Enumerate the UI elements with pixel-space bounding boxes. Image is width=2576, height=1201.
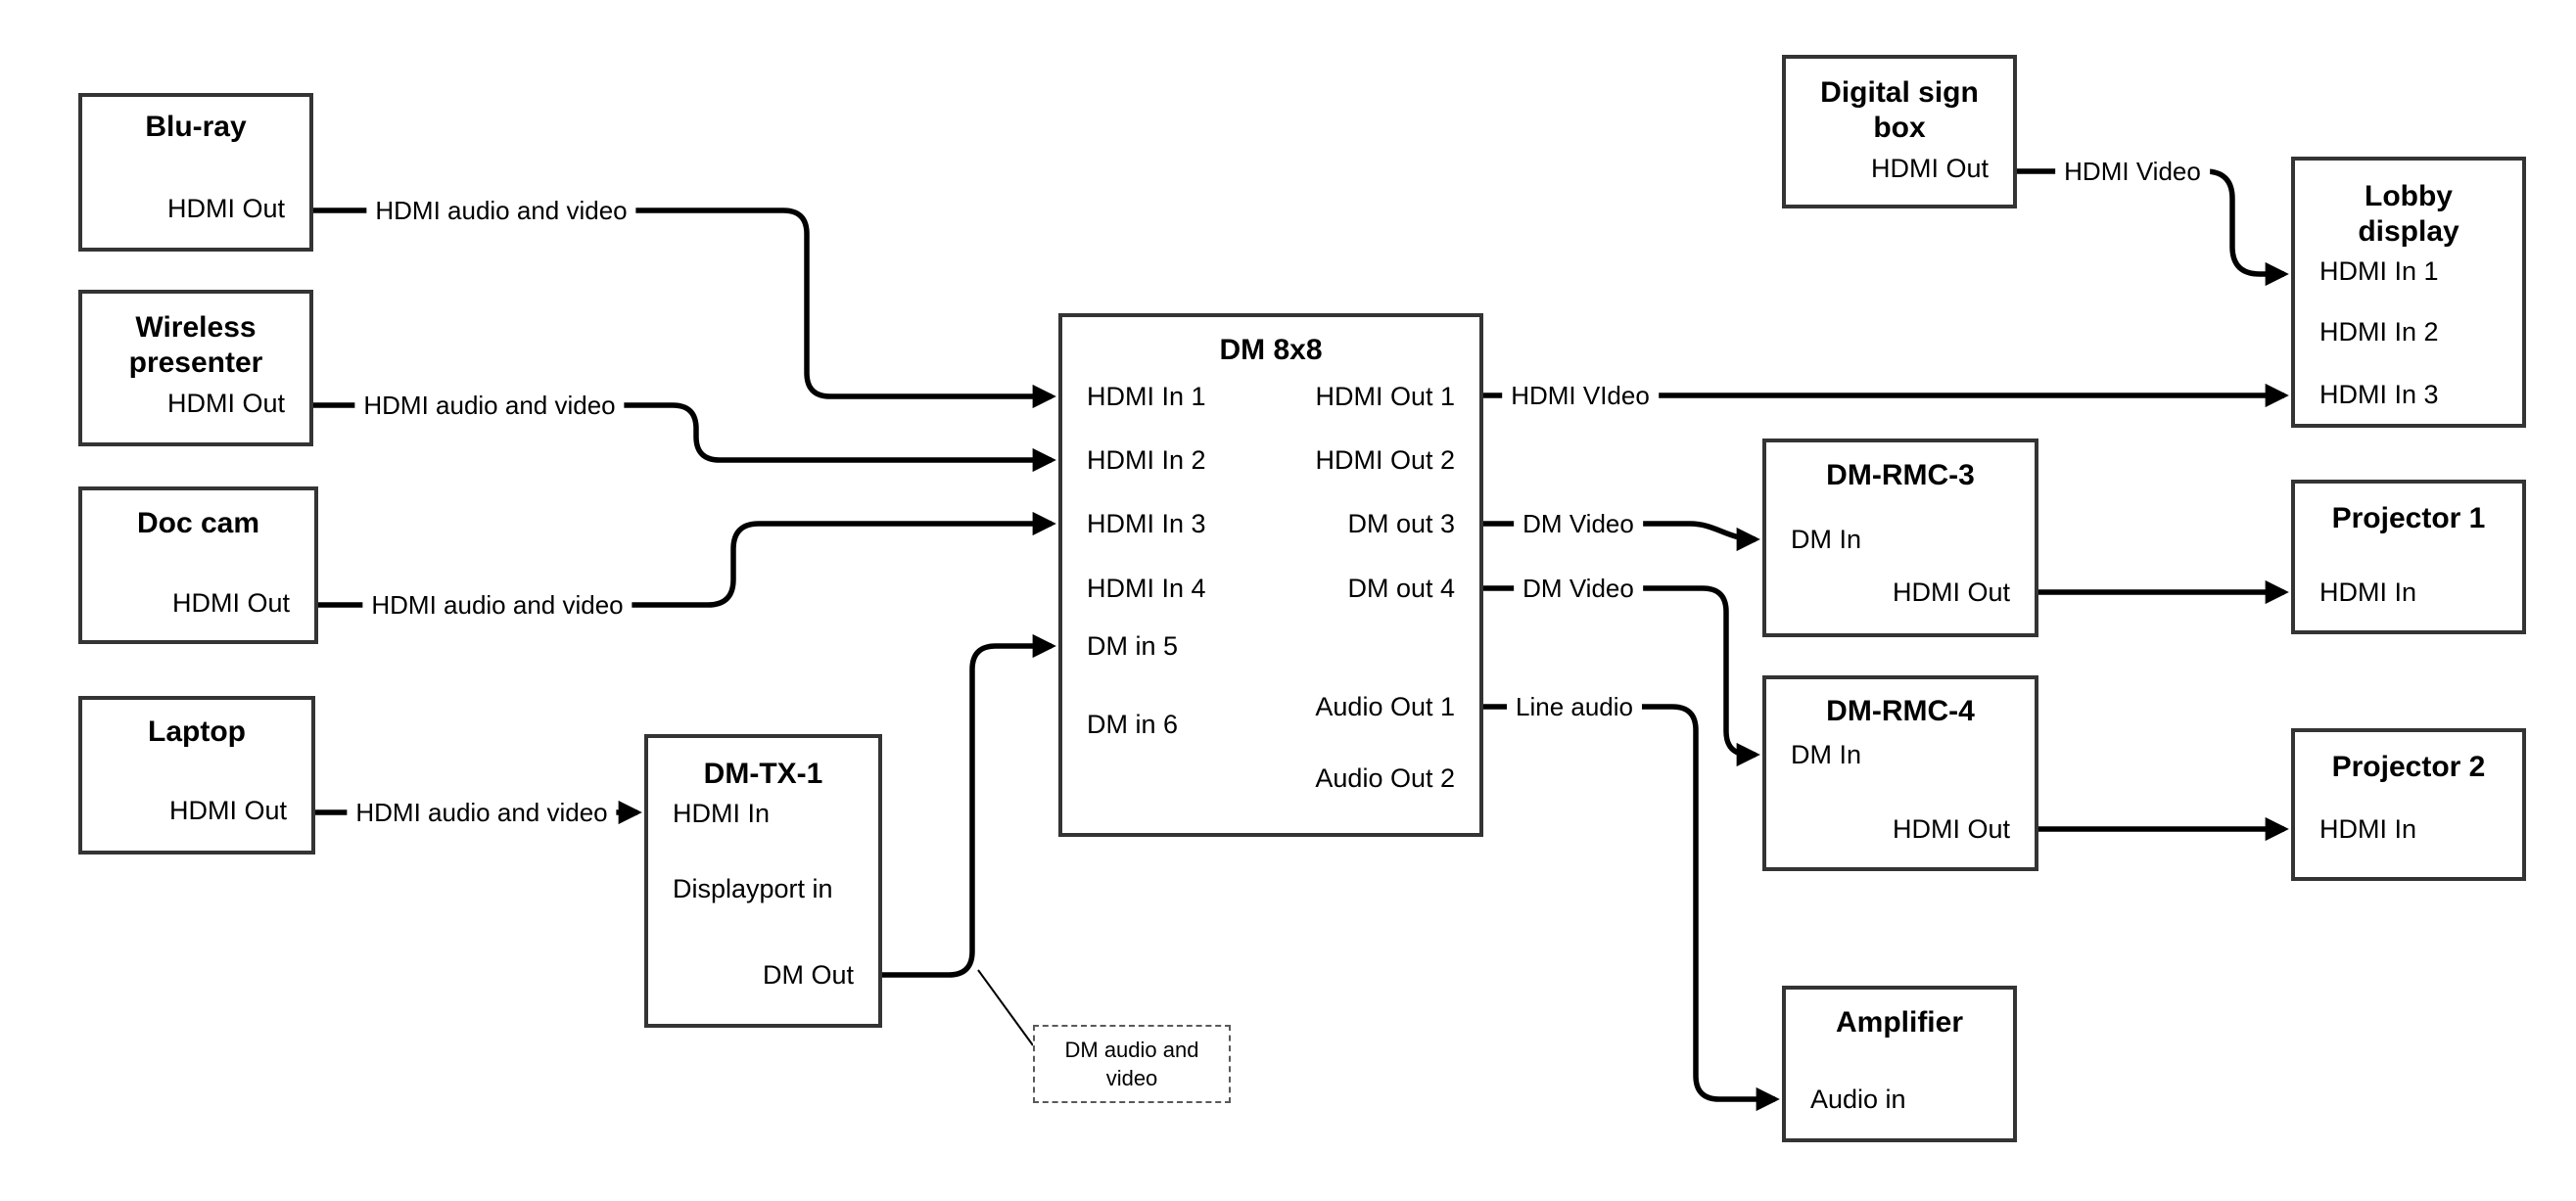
- note-line: DM audio and: [1064, 1038, 1199, 1062]
- port-wireless-presenter-hdmi-out: HDMI Out: [166, 389, 285, 418]
- node-title-digital-sign-box: box: [1873, 112, 1926, 144]
- note-dm-audio-and-video: DM audio and video: [1033, 1025, 1231, 1103]
- port-laptop-hdmi-out: HDMI Out: [168, 796, 287, 825]
- port-lobby-display-hdmi-in-1: HDMI In 1: [2319, 256, 2439, 286]
- port-projector-1-hdmi-in: HDMI In: [2319, 577, 2417, 607]
- wire-label-c-bluray-dm8x8: HDMI audio and video: [366, 195, 636, 226]
- port-dm-tx-1-displayport-in: Displayport in: [673, 874, 833, 903]
- port-digital-sign-box-hdmi-out: HDMI Out: [1870, 154, 1989, 183]
- port-dm-rmc-4-hdmi-out: HDMI Out: [1892, 814, 2010, 844]
- port-dm-8x8-hdmi-in-4: HDMI In 4: [1087, 574, 1206, 603]
- wire-label-c-wireless-dm8x8: HDMI audio and video: [354, 390, 625, 421]
- port-dm-8x8-audio-out-2: Audio Out 2: [1315, 763, 1455, 793]
- wire-label-c-dm8x8-rmc4: DM Video: [1514, 573, 1643, 604]
- port-bluray-hdmi-out: HDMI Out: [166, 194, 285, 223]
- port-dm-8x8-hdmi-in-3: HDMI In 3: [1087, 509, 1206, 538]
- port-dm-8x8-dm-in-6: DM in 6: [1087, 710, 1179, 739]
- node-title-laptop: Laptop: [148, 716, 246, 748]
- node-projector-1: Projector 1 HDMI In: [2291, 480, 2526, 634]
- port-lobby-display-hdmi-in-2: HDMI In 2: [2319, 317, 2439, 346]
- node-title-amplifier: Amplifier: [1835, 1006, 1964, 1039]
- port-doc-cam-hdmi-out: HDMI Out: [171, 588, 290, 618]
- port-dm-8x8-hdmi-in-1: HDMI In 1: [1087, 382, 1206, 411]
- node-title-dm-tx-1: DM-TX-1: [703, 758, 823, 790]
- wire-c-dm8x8-amp: [1483, 704, 1780, 1112]
- note-line: video: [1105, 1066, 1158, 1090]
- note-leader-line: [977, 969, 1034, 1046]
- wire-c-doccam-dm8x8: [318, 511, 1056, 608]
- port-dm-8x8-dm-out-3: DM out 3: [1347, 509, 1455, 538]
- node-title-projector-1: Projector 1: [2331, 502, 2486, 534]
- port-dm-tx-1-dm-out: DM Out: [762, 960, 854, 990]
- node-title-wireless-presenter: Wireless: [135, 311, 257, 344]
- port-dm-rmc-3-dm-in: DM In: [1791, 525, 1862, 554]
- port-dm-rmc-3-hdmi-out: HDMI Out: [1892, 577, 2010, 607]
- node-title-dm-8x8: DM 8x8: [1219, 334, 1323, 366]
- wire-label-c-dm8x8-amp: Line audio: [1507, 691, 1642, 722]
- wire-label-c-laptop-dmtx1: HDMI audio and video: [347, 797, 617, 828]
- port-dm-8x8-audio-out-1: Audio Out 1: [1315, 692, 1455, 721]
- port-dm-tx-1-hdmi-in: HDMI In: [673, 799, 771, 828]
- node-dm-rmc-4: DM-RMC-4 DM In HDMI Out: [1762, 675, 2038, 871]
- wire-c-bluray-dm8x8: [313, 208, 1056, 409]
- node-title-lobby-display: Lobby: [2365, 180, 2453, 212]
- wire-c-dm8x8-rmc3: [1483, 521, 1760, 552]
- node-title-dm-rmc-3: DM-RMC-3: [1826, 459, 1975, 491]
- node-title-dm-rmc-4: DM-RMC-4: [1826, 695, 1975, 727]
- wire-label-c-dm8x8-lobby: HDMI VIdeo: [1502, 380, 1659, 411]
- node-title-doc-cam: Doc cam: [136, 507, 260, 539]
- node-title-projector-2: Projector 2: [2331, 751, 2486, 783]
- port-dm-8x8-hdmi-out-2: HDMI Out 2: [1315, 445, 1455, 475]
- node-dm-rmc-3: DM-RMC-3 DM In HDMI Out: [1762, 439, 2038, 637]
- wire-c-dmtx1-dm8x8: [882, 633, 1056, 978]
- node-projector-2: Projector 2 HDMI In: [2291, 728, 2526, 881]
- wire-c-wireless-dm8x8: [313, 402, 1056, 473]
- port-dm-8x8-dm-in-5: DM in 5: [1087, 631, 1179, 661]
- node-title-wireless-presenter: presenter: [128, 346, 263, 379]
- wire-label-c-dm8x8-rmc3: DM Video: [1514, 508, 1643, 539]
- port-dm-8x8-hdmi-in-2: HDMI In 2: [1087, 445, 1206, 475]
- port-dm-8x8-hdmi-out-1: HDMI Out 1: [1315, 382, 1455, 411]
- port-lobby-display-hdmi-in-3: HDMI In 3: [2319, 380, 2439, 409]
- port-dm-rmc-4-dm-in: DM In: [1791, 740, 1862, 769]
- port-amplifier-audio-in: Audio in: [1810, 1085, 1906, 1114]
- node-title-bluray: Blu-ray: [145, 111, 247, 143]
- port-projector-2-hdmi-in: HDMI In: [2319, 814, 2417, 844]
- wire-label-c-digitalsign-lobby: HDMI Video: [2055, 156, 2210, 187]
- wire-c-digitalsign-lobby: [2017, 168, 2289, 287]
- wire-c-dm8x8-rmc4: [1483, 585, 1760, 767]
- port-dm-8x8-dm-out-4: DM out 4: [1347, 574, 1455, 603]
- node-title-lobby-display: display: [2358, 215, 2459, 248]
- node-title-digital-sign-box: Digital sign: [1820, 76, 1979, 109]
- wire-label-c-doccam-dm8x8: HDMI audio and video: [362, 589, 632, 621]
